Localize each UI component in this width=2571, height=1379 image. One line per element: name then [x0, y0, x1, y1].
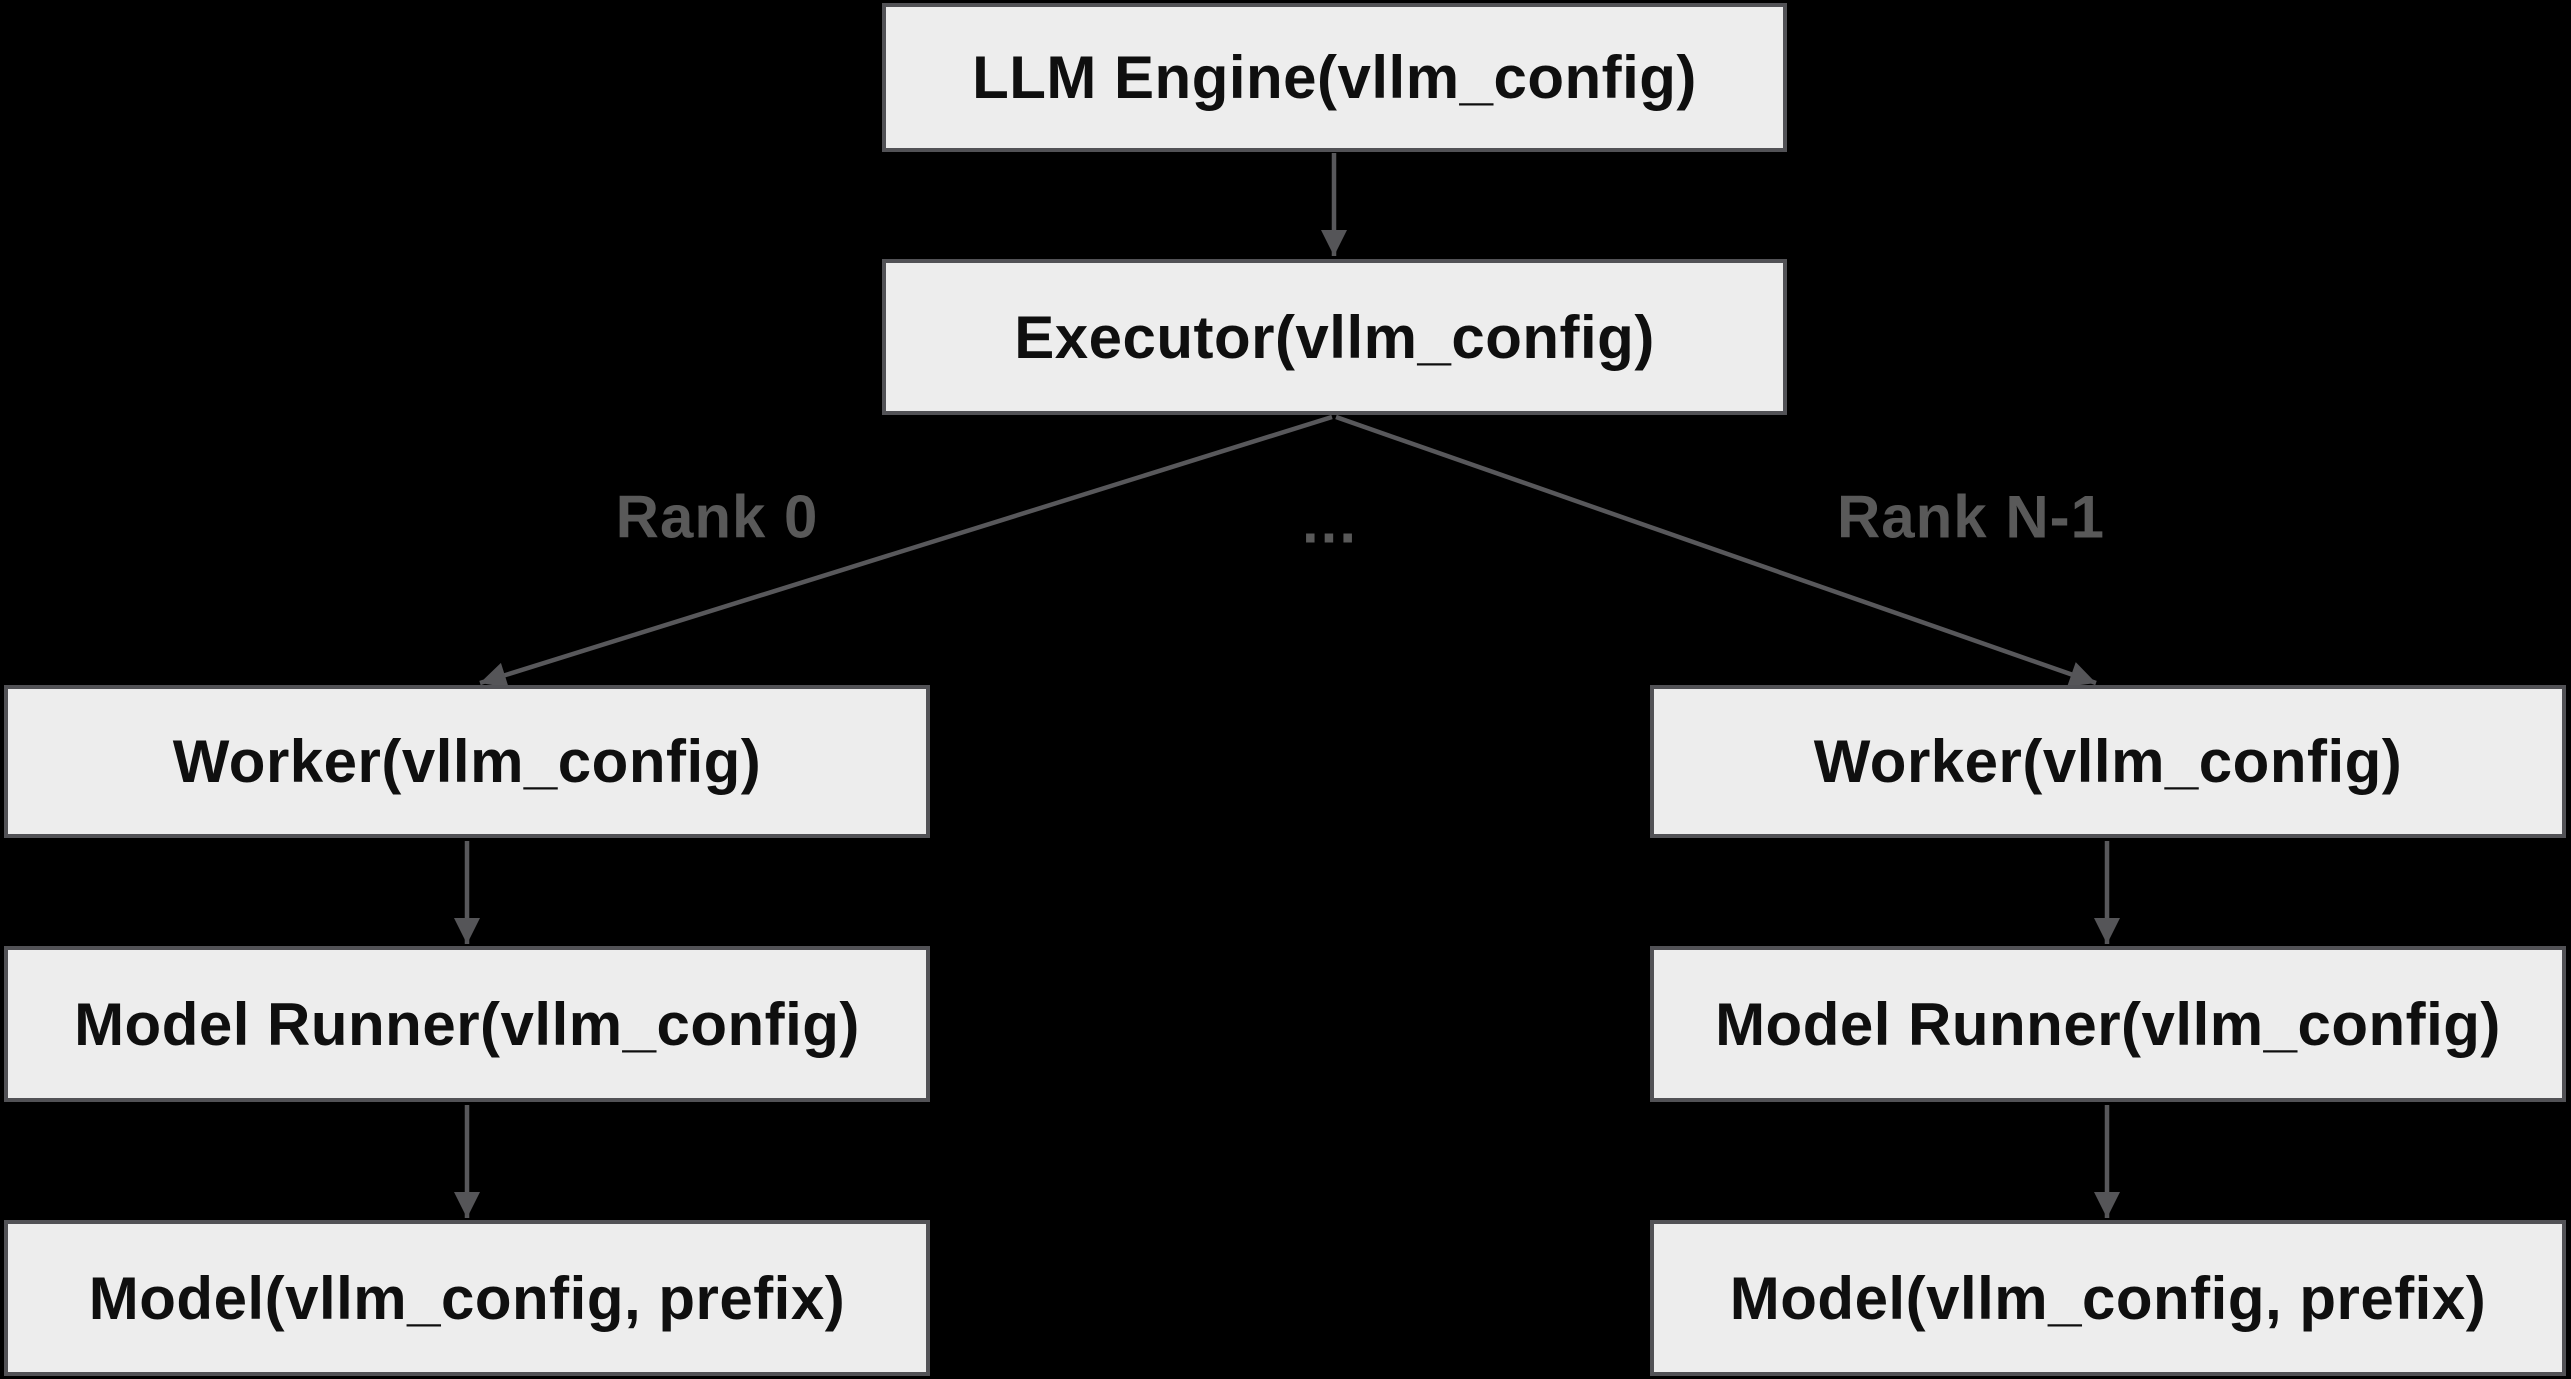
- node-model-rank0: Model(vllm_config, prefix): [4, 1220, 930, 1376]
- node-worker-rank-n1: Worker(vllm_config): [1650, 685, 2566, 838]
- node-worker-rank0: Worker(vllm_config): [4, 685, 930, 838]
- edge-executor-worker-left: [479, 414, 1333, 688]
- edge-label-rank-n1: Rank N-1: [1836, 483, 2106, 551]
- node-executor: Executor(vllm_config): [882, 259, 1787, 415]
- node-model-runner-rank0: Model Runner(vllm_config): [4, 946, 930, 1102]
- node-model-runner-rank-n1: Model Runner(vllm_config): [1650, 946, 2566, 1102]
- node-llm-engine: LLM Engine(vllm_config): [882, 3, 1787, 152]
- edge-label-rank0: Rank 0: [615, 483, 819, 551]
- edge-executor-worker-right: [1335, 414, 2097, 687]
- edge-label-ellipsis: ...: [1301, 488, 1359, 556]
- node-model-rank-n1: Model(vllm_config, prefix): [1650, 1220, 2566, 1376]
